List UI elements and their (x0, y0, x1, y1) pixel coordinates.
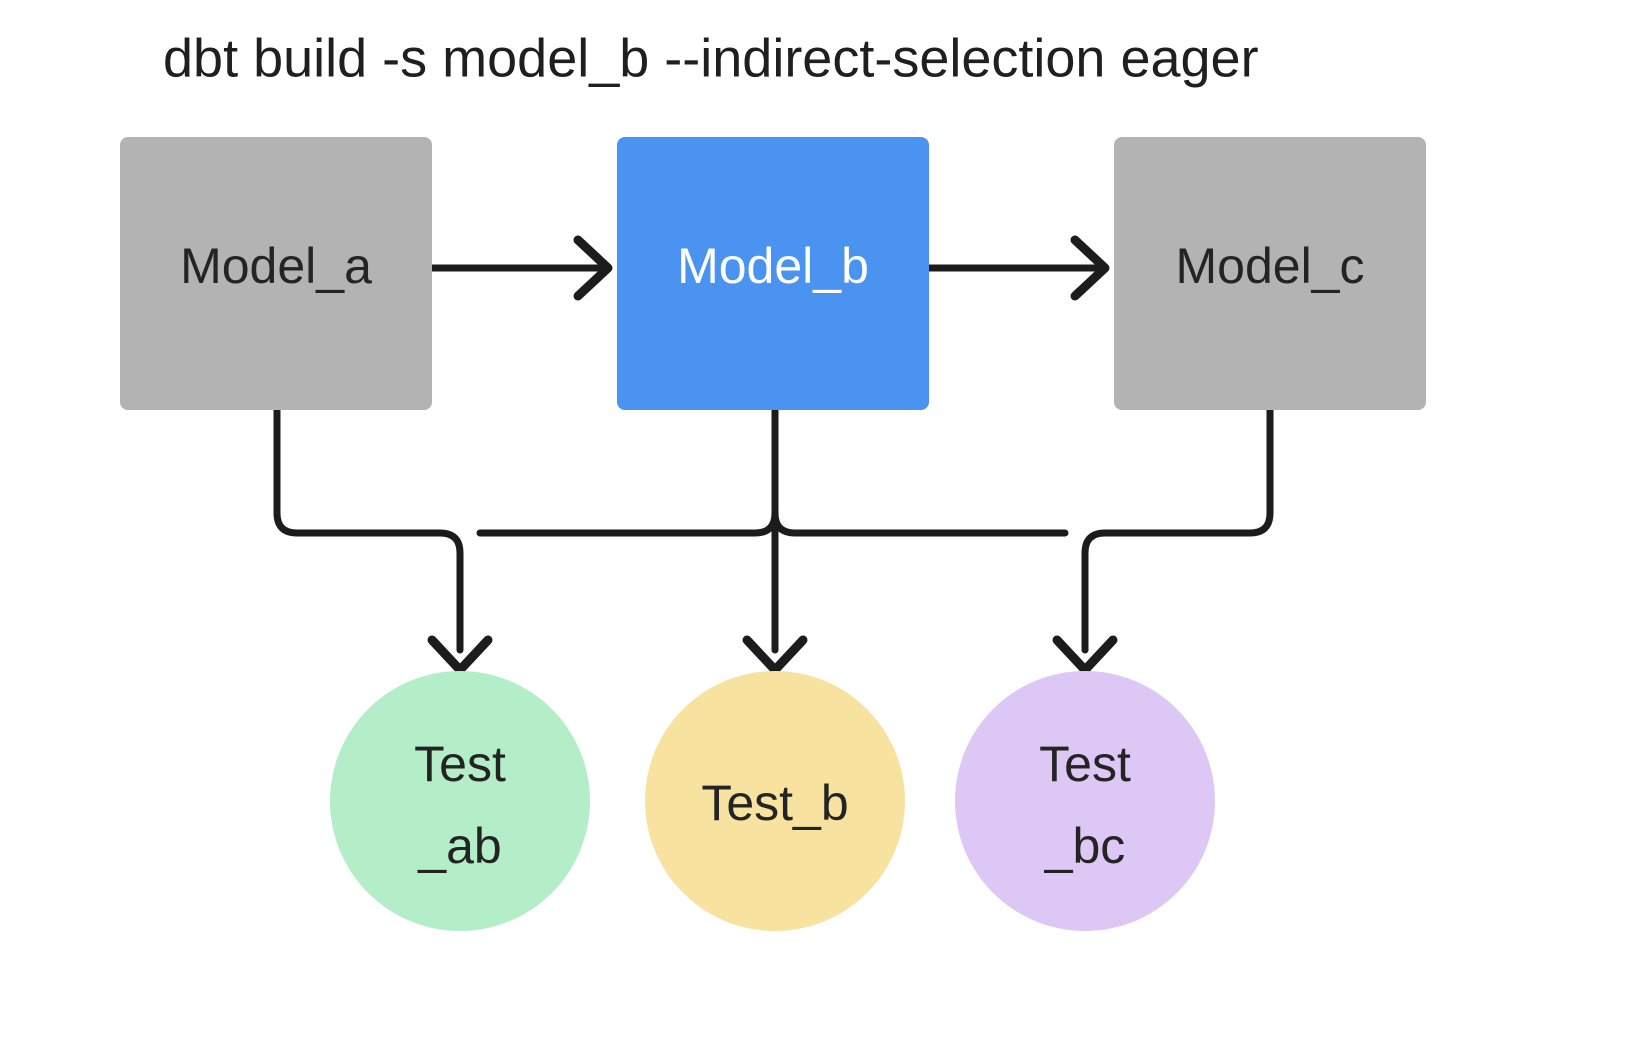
node-test-b[interactable]: Test_b (645, 671, 905, 931)
node-model-c-shape[interactable] (1114, 137, 1426, 410)
edge-model-a-to-model-b (428, 235, 613, 301)
node-model-a-shape[interactable] (120, 137, 432, 410)
arrowhead-icon (573, 235, 613, 301)
edge-model-b-to-test-ab (476, 509, 779, 537)
arrowhead-icon (1070, 235, 1110, 301)
node-test-b-shape[interactable] (645, 671, 905, 931)
edge-model-b-to-model-c (925, 235, 1110, 301)
node-model-b-shape[interactable] (617, 137, 929, 410)
node-model-c-label: Model_c (1176, 238, 1365, 294)
edge-model-a-to-test-ab (273, 406, 464, 654)
node-test-ab-shape[interactable] (330, 671, 590, 931)
node-test-ab-label-line2: _ab (417, 818, 501, 874)
node-test-bc[interactable]: Test _bc (955, 671, 1215, 931)
node-model-a[interactable]: Model_a (120, 137, 432, 410)
arrowhead-icon (427, 635, 493, 675)
arrowhead-into-test-b (742, 635, 808, 675)
arrowhead-into-test-ab (427, 635, 493, 675)
node-model-a-label: Model_a (180, 238, 372, 294)
arrowhead-into-test-bc (1052, 635, 1118, 675)
edge-model-b-to-test-bc (771, 509, 1069, 537)
node-test-ab[interactable]: Test _ab (330, 671, 590, 931)
node-model-c[interactable]: Model_c (1114, 137, 1426, 410)
arrowhead-icon (742, 635, 808, 675)
diagram-title: dbt build -s model_b --indirect-selectio… (163, 28, 1259, 88)
node-test-b-label-line1: Test_b (701, 775, 848, 831)
node-test-bc-label-line2: _bc (1044, 818, 1126, 874)
node-model-b[interactable]: Model_b (617, 137, 929, 410)
node-test-bc-label-line1: Test (1039, 736, 1131, 792)
edge-model-c-to-test-bc (1081, 406, 1274, 654)
node-test-ab-label-line1: Test (414, 736, 506, 792)
node-test-bc-shape[interactable] (955, 671, 1215, 931)
arrowhead-icon (1052, 635, 1118, 675)
node-model-b-label: Model_b (677, 238, 869, 294)
